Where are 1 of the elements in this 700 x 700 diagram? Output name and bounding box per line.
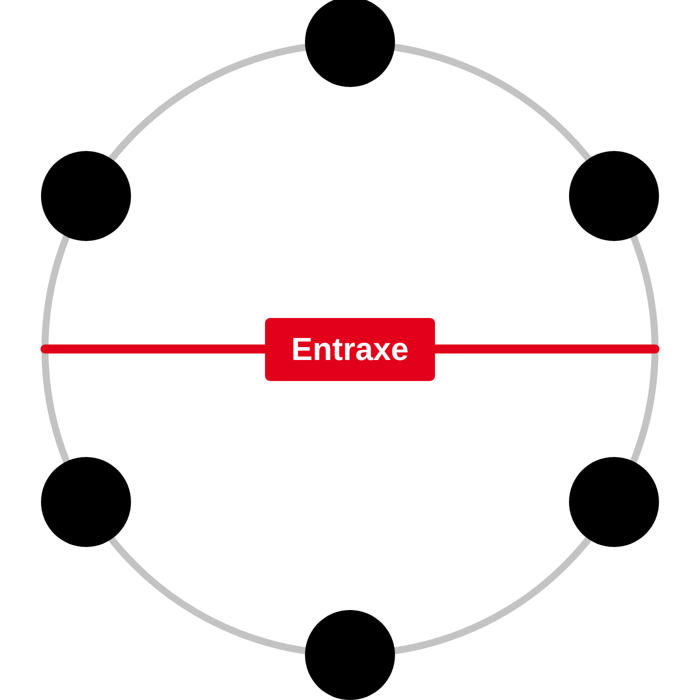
dimension-label: Entraxe xyxy=(265,318,435,381)
